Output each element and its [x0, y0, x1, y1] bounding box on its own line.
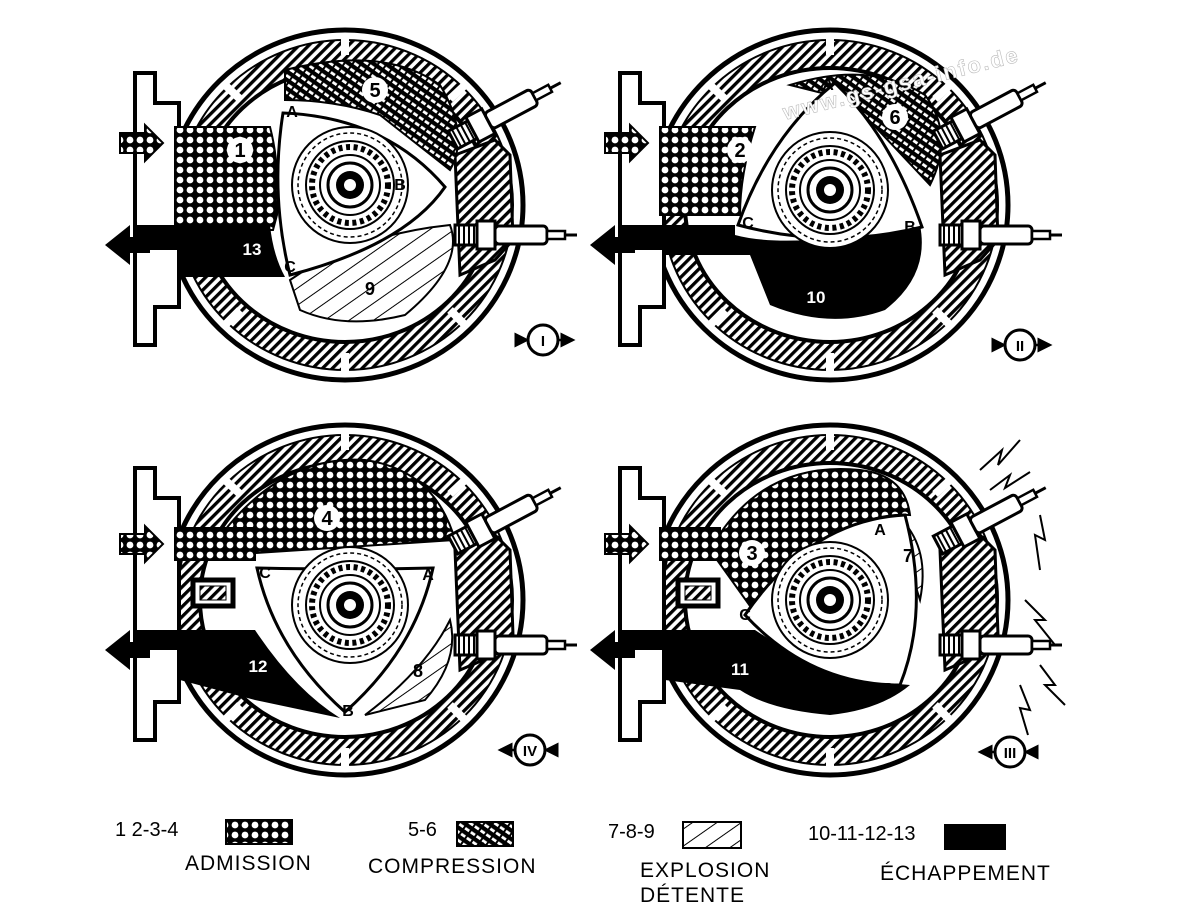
legend-label-admission: ADMISSION — [185, 852, 312, 875]
apex-label-b: B — [904, 219, 916, 236]
apex-label-c: C — [739, 607, 751, 624]
zone-badge-5 — [362, 77, 388, 103]
zone-number-12: 12 — [249, 657, 268, 676]
apex-label-c: C — [742, 215, 754, 232]
legend-label-explosion: EXPLOSION — [640, 859, 770, 882]
legend — [225, 819, 1006, 850]
apex-label-a: A — [286, 104, 298, 121]
legend-label-compression: COMPRESSION — [368, 855, 537, 878]
step-label-III: III — [1004, 745, 1017, 762]
apex-label-b: B — [882, 681, 894, 698]
apex-label-b: B — [394, 177, 406, 194]
zone-number-7: 7 — [903, 546, 913, 566]
zone-number-6: 6 — [889, 107, 900, 129]
panel-I — [105, 30, 579, 380]
zone-badge-1 — [227, 137, 253, 163]
legend-numbers-echappement: 10-11-12-13 — [808, 823, 915, 845]
apex-label-c: C — [259, 565, 271, 582]
legend-swatch-compression — [456, 821, 514, 847]
legend-label2-explosion: DÉTENTE — [640, 884, 745, 907]
zone-number-11: 11 — [731, 660, 749, 679]
legend-label-echappement: ÉCHAPPEMENT — [880, 862, 1051, 885]
legend-swatch-echappement — [944, 824, 1006, 850]
apex-label-c: C — [284, 259, 296, 276]
zone-number-8: 8 — [413, 661, 423, 681]
step-indicator-III — [977, 735, 1039, 769]
step-indicator-I — [514, 323, 576, 357]
step-indicator-II — [991, 328, 1053, 362]
apex-label-a: A — [822, 77, 834, 94]
legend-numbers-compression: 5-6 — [408, 819, 437, 841]
legend-numbers-admission: 1 2-3-4 — [115, 819, 178, 841]
legend-swatch-explosion — [682, 821, 742, 849]
legend-numbers-explosion: 7-8-9 — [608, 821, 655, 843]
zone-badge-6 — [882, 104, 908, 130]
zone-number-3: 3 — [746, 543, 757, 565]
zone-number-1: 1 — [234, 140, 245, 162]
zone-number-4: 4 — [321, 508, 333, 530]
panel-IV — [105, 425, 579, 775]
apex-label-a: A — [422, 567, 434, 584]
zone-number-9: 9 — [365, 279, 375, 299]
zone-badge-3 — [739, 540, 765, 566]
step-label-IV: IV — [523, 743, 537, 760]
zone-number-5: 5 — [369, 80, 380, 102]
zone-number-13: 13 — [243, 240, 262, 259]
apex-label-b: B — [342, 703, 354, 720]
step-label-I: I — [541, 333, 545, 350]
zone-badge-4 — [314, 505, 340, 531]
zone-number-10: 10 — [807, 288, 826, 307]
step-indicator-IV — [497, 733, 559, 767]
legend-swatch-admission — [225, 819, 293, 845]
zone-number-2: 2 — [734, 140, 745, 162]
step-label-II: II — [1016, 338, 1024, 355]
apex-label-a: A — [874, 522, 886, 539]
zone-badge-2 — [727, 137, 753, 163]
panel-III — [590, 425, 1066, 775]
